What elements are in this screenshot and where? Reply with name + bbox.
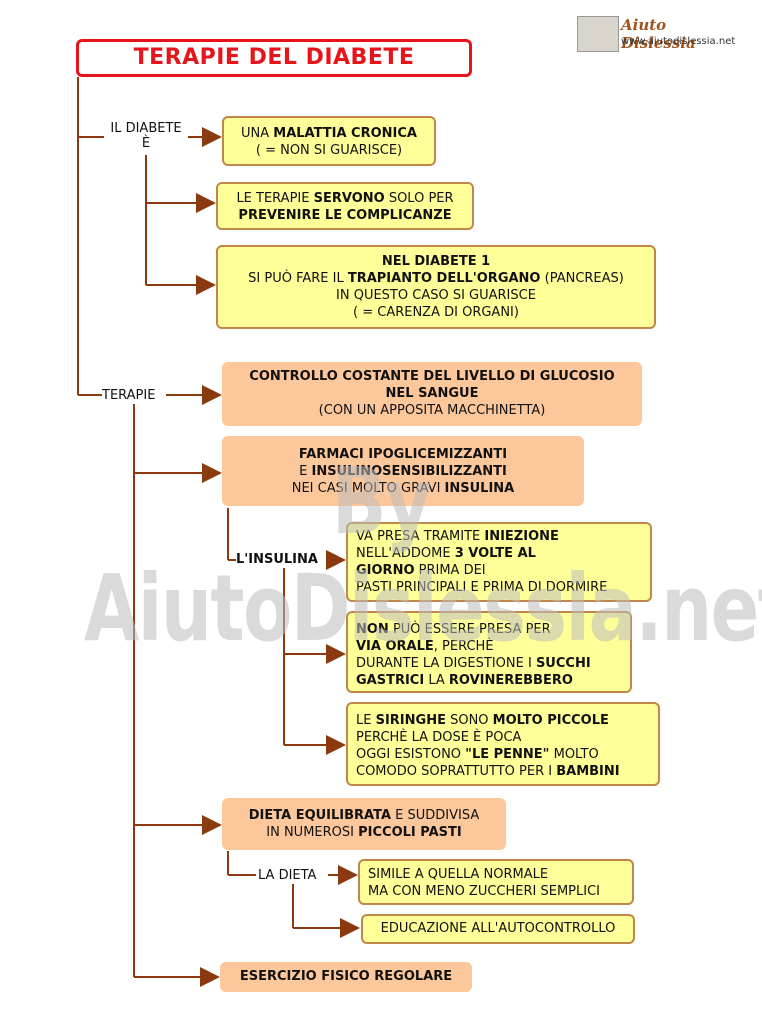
box-siringhe: LE SIRINGHE SONO MOLTO PICCOLE PERCHÈ LA… [346,702,660,786]
box-via-orale: NON PUÒ ESSERE PRESA PER VIA ORALE, PERC… [346,611,632,693]
box-farmaci: FARMACI IPOGLICEMIZZANTI E INSULINOSENSI… [222,436,584,506]
label-terapie: TERAPIE [102,388,156,403]
box-malattia-cronica: UNA MALATTIA CRONICA ( = NON SI GUARISCE… [222,116,436,166]
box-terapie-servono: LE TERAPIE SERVONO SOLO PER PREVENIRE LE… [216,182,474,230]
logo-url: www.aiutodislessia.net [621,36,736,47]
box-dieta-equilibrata: DIETA EQUILIBRATA E SUDDIVISA IN NUMEROS… [222,798,506,850]
box-iniezione: VA PRESA TRAMITE INIEZIONE NELL'ADDOME 3… [346,522,652,602]
box-simile-normale: SIMILE A QUELLA NORMALE MA CON MENO ZUCC… [358,859,634,905]
box-autocontrollo: EDUCAZIONE ALL'AUTOCONTROLLO [361,914,635,944]
logo-name: Aiuto Dislessia [621,16,696,52]
label-insulina: L'INSULINA [236,552,318,567]
book-icon [577,16,619,52]
map-title: TERAPIE DEL DIABETE [76,39,472,77]
box-trapianto: NEL DIABETE 1 SI PUÒ FARE IL TRAPIANTO D… [216,245,656,329]
label-la-dieta: LA DIETA [258,868,317,883]
box-esercizio: ESERCIZIO FISICO REGOLARE [220,962,472,992]
box-controllo-glucosio: CONTROLLO COSTANTE DEL LIVELLO DI GLUCOS… [222,362,642,426]
site-logo: Aiuto Dislessia www.aiutodislessia.net [577,14,735,54]
